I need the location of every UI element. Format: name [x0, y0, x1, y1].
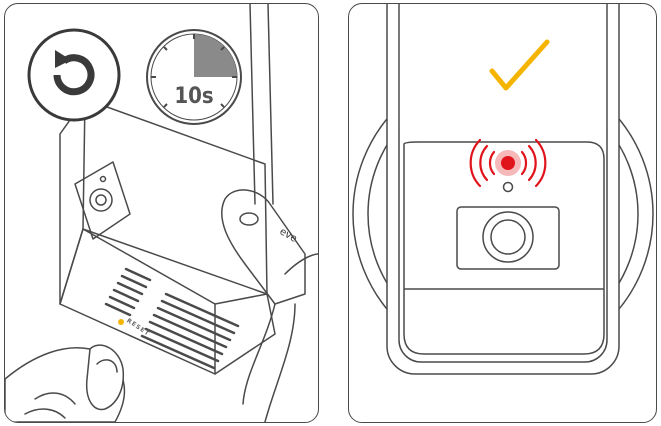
reset-icon-circle [27, 28, 121, 122]
timer-progress-wedge [194, 34, 237, 77]
reset-button-dot [118, 319, 124, 325]
checkmark-icon [489, 39, 550, 91]
reset-instruction-panel: 10s RESET eve [4, 3, 319, 423]
timer-label: 10s [174, 84, 214, 109]
camera-front-illustration [352, 4, 654, 375]
red-blinking-led-icon [469, 138, 547, 188]
reset-icon-arrow [53, 54, 95, 96]
reset-success-panel [348, 3, 657, 423]
camera-reset-illustration [5, 4, 318, 422]
